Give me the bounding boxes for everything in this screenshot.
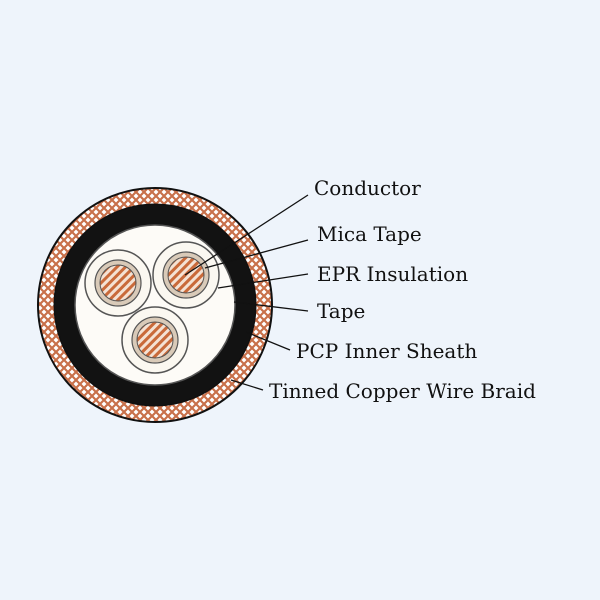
leader-tape [233, 301, 309, 312]
leader-epr-insulation [217, 273, 309, 289]
leader-mica-tape [204, 239, 309, 269]
label-tape: Tape [317, 299, 366, 323]
label-tinned-copper-wire-braid: Tinned Copper Wire Braid [269, 379, 536, 403]
leader-pcp-inner-sheath [245, 331, 291, 351]
leader-braid [230, 379, 264, 391]
leader-conductor [184, 194, 309, 276]
label-mica-tape: Mica Tape [317, 222, 422, 246]
label-pcp-inner-sheath: PCP Inner Sheath [296, 339, 478, 363]
label-epr-insulation: EPR Insulation [317, 262, 469, 286]
label-conductor: Conductor [314, 176, 421, 200]
core-3 [121, 306, 189, 374]
core-1 [84, 249, 152, 317]
